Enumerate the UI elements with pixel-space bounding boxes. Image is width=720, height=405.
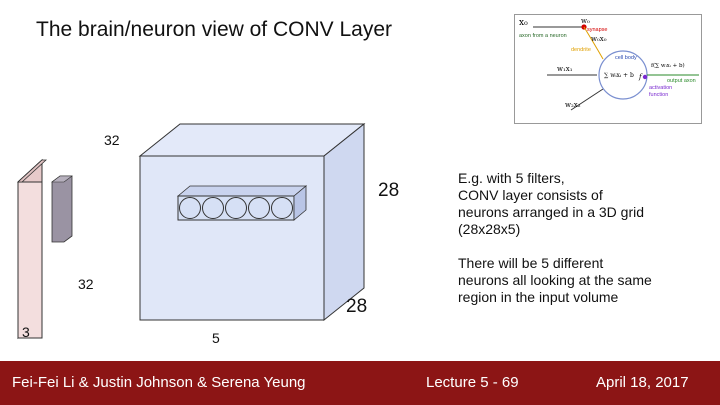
- neuron-5: [271, 197, 293, 219]
- conv-volume-diagram: 32 32 3 28 28 5: [0, 120, 440, 350]
- output-volume-front: [139, 155, 325, 321]
- activation-label: activation: [649, 85, 672, 91]
- w2x2-label: w₂x₂: [565, 101, 581, 109]
- footer-authors: Fei-Fei Li & Justin Johnson & Serena Yeu…: [12, 374, 306, 391]
- sum-label: ∑ wᵢxᵢ + b: [604, 72, 634, 79]
- output-width-label: 28: [346, 296, 368, 317]
- neuron-group: [179, 197, 293, 219]
- input-width-label: 32: [78, 276, 94, 292]
- input-volume-front: [17, 181, 43, 339]
- x0-label: x₀: [519, 18, 528, 28]
- output-axon-label: output axon: [667, 78, 696, 84]
- output-volume-side: [323, 122, 365, 322]
- input-height-label: 32: [104, 132, 120, 148]
- neuron-2: [202, 197, 224, 219]
- footer-lecture: Lecture 5 - 69: [426, 374, 519, 391]
- slide-title: The brain/neuron view of CONV Layer: [36, 18, 393, 41]
- cell-body-label: cell body: [615, 55, 637, 61]
- footer-date: April 18, 2017: [596, 374, 689, 391]
- w0-label: w₀: [581, 17, 590, 25]
- f-label: f: [638, 73, 643, 81]
- axon-label: axon from a neuron: [519, 33, 567, 39]
- description: E.g. with 5 filters, CONV layer consists…: [458, 170, 713, 323]
- output-depth-label: 5: [212, 330, 220, 346]
- neuron-1: [179, 197, 201, 219]
- neuron-svg: x₀ w₀ synapse axon from a neuron w₀x₀ de…: [519, 17, 699, 111]
- receptive-field: [51, 175, 73, 243]
- synapse-label: synapse: [587, 27, 608, 33]
- description-para-1: E.g. with 5 filters, CONV layer consists…: [458, 170, 645, 237]
- neuron-diagram: x₀ w₀ synapse axon from a neuron w₀x₀ de…: [514, 14, 702, 124]
- description-para-2: There will be 5 different neurons all lo…: [458, 255, 652, 305]
- w0x0-label: w₀x₀: [591, 35, 607, 43]
- output-height-label: 28: [378, 180, 400, 201]
- dendrite-label: dendrite: [571, 47, 591, 53]
- w1x1-label: w₁x₁: [557, 65, 573, 73]
- function-label: function: [649, 92, 668, 98]
- neuron-4: [248, 197, 270, 219]
- neuron-3: [225, 197, 247, 219]
- f-of-sum-label: f(∑ wᵢxᵢ + b): [651, 62, 685, 69]
- footer-bar: Fei-Fei Li & Justin Johnson & Serena Yeu…: [0, 361, 720, 405]
- input-depth-label: 3: [22, 324, 30, 340]
